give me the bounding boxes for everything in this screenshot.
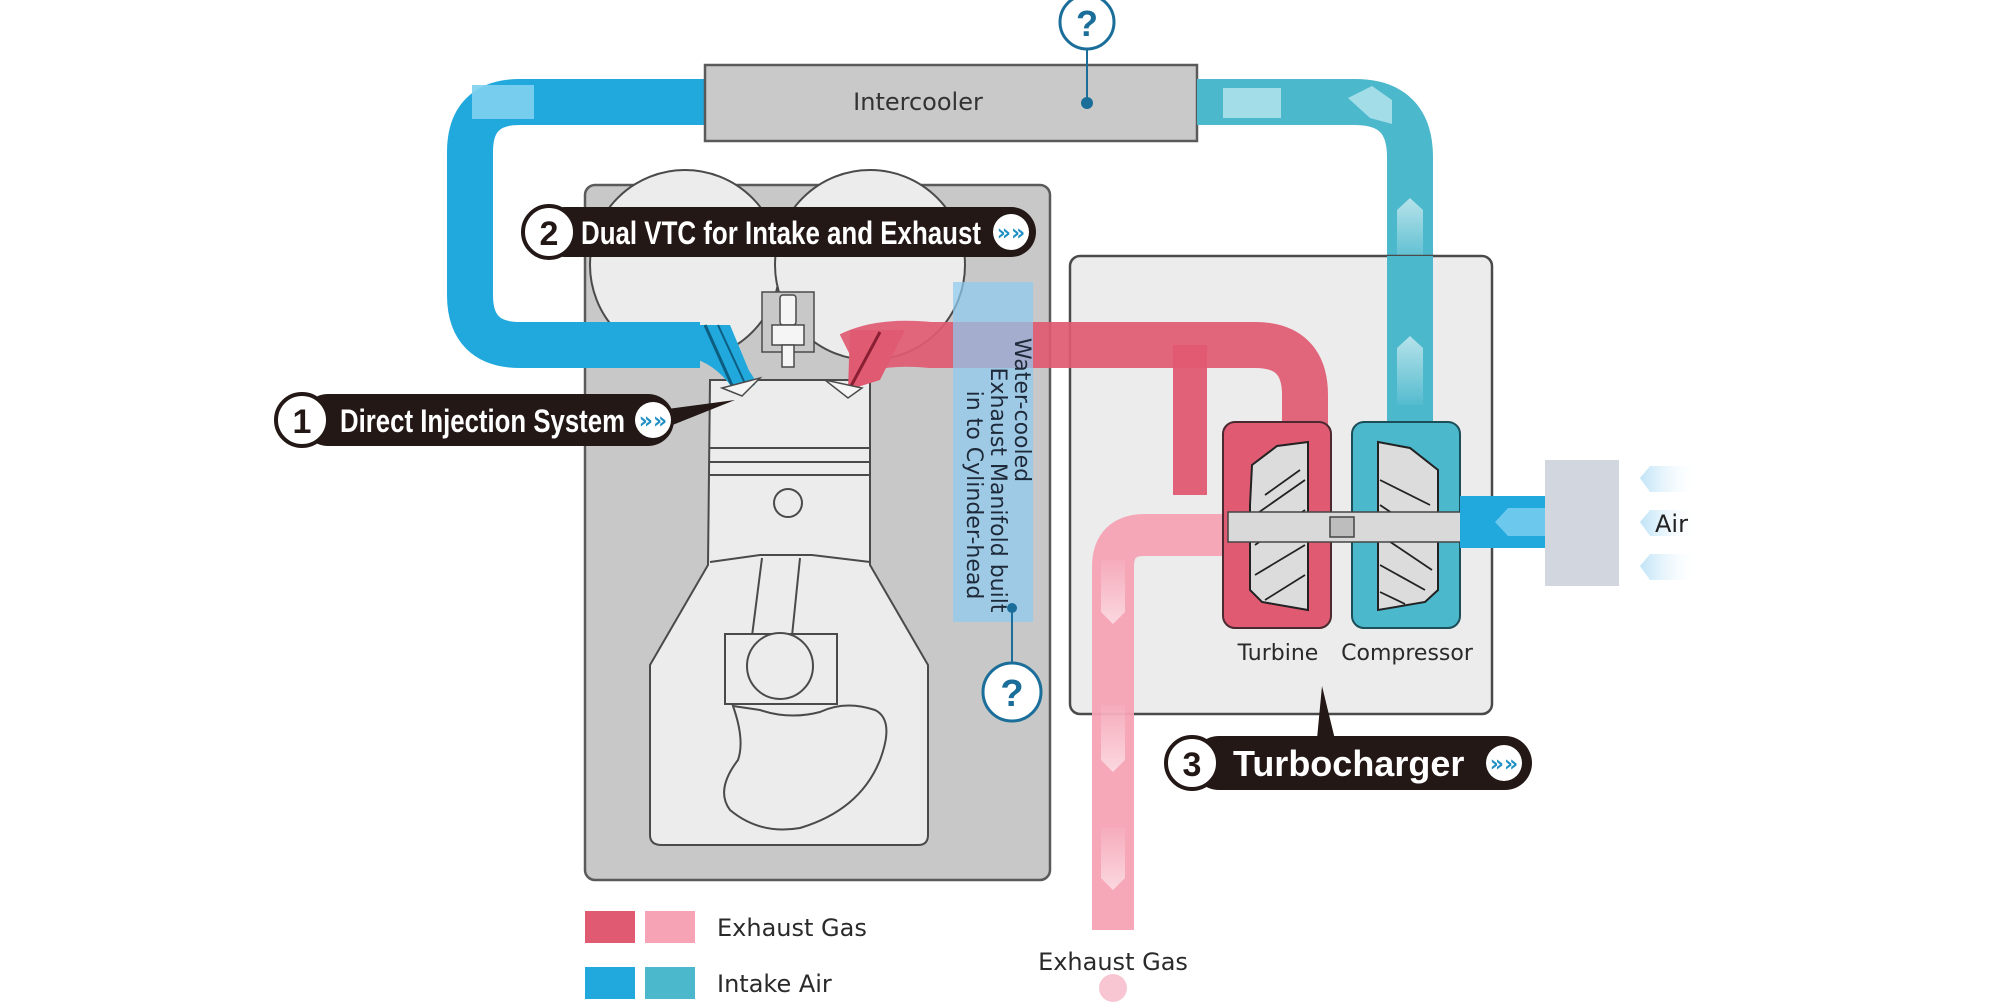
- spark-plug: [761, 291, 815, 368]
- crank-pin: [746, 632, 814, 700]
- callout-turbocharger[interactable]: 3 Turbocharger »»: [1164, 686, 1532, 791]
- exhaust-gas-path-hot: [824, 320, 1328, 495]
- manifold-note-line-2: Exhaust Manifold built: [985, 368, 1010, 613]
- legend-swatch: [585, 911, 635, 943]
- crankshaft-counterweight: [723, 704, 888, 831]
- piston-pin: [773, 488, 803, 518]
- legend-label: Intake Air: [717, 970, 832, 998]
- chevrons-right-icon: »»: [1490, 752, 1518, 777]
- air-label: Air: [1655, 510, 1688, 538]
- callout-label: Direct Injection System: [340, 403, 625, 439]
- callout-label: Dual VTC for Intake and Exhaust: [581, 215, 981, 251]
- callout-dual-vtc[interactable]: 2 Dual VTC for Intake and Exhaust »»: [521, 204, 1036, 260]
- chevrons-right-icon: »»: [997, 221, 1025, 246]
- callout-label: Turbocharger: [1233, 743, 1464, 784]
- legend-item-intake-air: Intake Air: [585, 967, 832, 999]
- intake-air-path-cooled: [447, 79, 763, 397]
- callout-direct-injection[interactable]: 1 Direct Injection System »»: [274, 392, 735, 448]
- air-inlet: Air: [1460, 460, 1700, 586]
- callout-number: 2: [540, 215, 559, 253]
- exhaust-gas-path-outlet: [1092, 514, 1235, 1002]
- manifold-help-button[interactable]: ?: [981, 608, 1043, 723]
- manifold-note-line-3: in to Cylinder-head: [961, 391, 986, 600]
- legend: Exhaust Gas Intake Air: [585, 911, 867, 999]
- legend-label: Exhaust Gas: [717, 914, 867, 942]
- legend-swatch: [585, 967, 635, 999]
- legend-swatch: [645, 911, 695, 943]
- callout-number: 3: [1183, 746, 1202, 784]
- compressor-label: Compressor: [1341, 641, 1474, 666]
- connecting-rod: [709, 554, 871, 563]
- intercooler: Intercooler: [703, 63, 1199, 143]
- exhaust-outlet-label: Exhaust Gas: [1038, 948, 1188, 976]
- callout-number: 1: [293, 403, 312, 441]
- turbine-label: Turbine: [1237, 641, 1319, 666]
- help-icon: ?: [1000, 673, 1023, 715]
- intercooler-label: Intercooler: [853, 88, 983, 116]
- legend-swatch: [645, 967, 695, 999]
- help-icon: ?: [1076, 3, 1098, 44]
- intercooler-help-button[interactable]: ?: [1058, 0, 1116, 100]
- legend-item-exhaust-gas: Exhaust Gas: [585, 911, 867, 943]
- turbo-shaft: [1227, 511, 1463, 543]
- manifold-note-line-1: Water-cooled: [1009, 338, 1034, 482]
- water-cooled-exhaust-manifold: Water-cooled Exhaust Manifold built in t…: [953, 282, 1034, 622]
- chevrons-right-icon: »»: [639, 409, 667, 434]
